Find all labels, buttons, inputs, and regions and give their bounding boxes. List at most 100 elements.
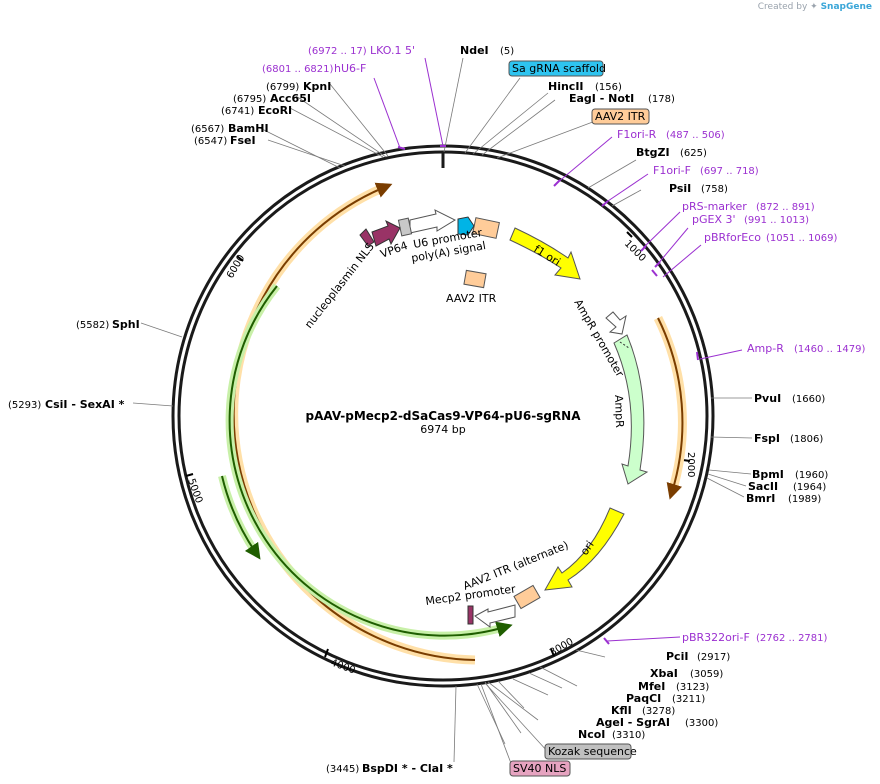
nucleoplasmin-nls-feature — [359, 228, 375, 247]
primer-amp-r-range: (1460 .. 1479) — [794, 344, 866, 355]
primer-lko1: LKO.1 5' — [370, 44, 415, 57]
primer-pgex3: pGEX 3' — [692, 213, 736, 226]
site-bmri: BmrI — [746, 492, 775, 505]
site-kfli: KflI — [611, 704, 632, 717]
kozak-sequence-text: Kozak sequence — [548, 745, 637, 758]
created-by-text: Created by — [757, 2, 808, 12]
site-bamhi-pos: (6567) — [191, 124, 224, 135]
site-fsei: FseI — [230, 134, 256, 147]
green-arc-inner-line — [228, 285, 513, 637]
site-fspi-pos: (1806) — [790, 434, 823, 445]
primer-prs-marker: pRS-marker — [682, 200, 747, 213]
site-bpmi-pos: (1960) — [795, 470, 828, 481]
primer-f1ori-r: F1ori-R — [617, 128, 657, 141]
site-mfei: MfeI — [638, 680, 665, 693]
snapgene-logo-icon: ✦ — [810, 2, 818, 12]
site-ecori-pos: (6741) — [221, 106, 254, 117]
site-pcii-pos: (2917) — [697, 652, 730, 663]
primer-pbr322ori-f-range: (2762 .. 2781) — [756, 633, 828, 644]
aav2-itr-label: AAV2 ITR — [446, 292, 497, 305]
ampr-promoter-feature — [605, 311, 627, 335]
snapgene-brand: Created by ✦ SnapGene — [758, 2, 872, 12]
svg-text:3000: 3000 — [548, 636, 576, 658]
site-kpni: KpnI — [303, 80, 331, 93]
plasmid-name: pAAV-pMecp2-dSaCas9-VP64-pU6-sgRNA — [305, 409, 581, 423]
site-ncoi: NcoI — [578, 728, 605, 741]
site-xbai-pos: (3059) — [690, 669, 723, 680]
primer-hu6f: hU6-F — [334, 62, 366, 75]
site-agei-sgrai: AgeI - SgrAI — [596, 716, 670, 729]
ampr-feature — [613, 334, 649, 485]
site-ecori: EcoRI — [258, 104, 292, 117]
site-sphi: SphI — [112, 318, 140, 331]
ori-feature — [544, 507, 625, 591]
svg-text:6000: 6000 — [225, 253, 247, 281]
site-acc65i: Acc65I — [270, 92, 311, 105]
site-btgzi-pos: (625) — [680, 148, 707, 159]
site-bamhi: BamHI — [228, 122, 269, 135]
sv40-nls-box — [509, 760, 571, 777]
site-btgzi: BtgZI — [636, 146, 670, 159]
site-mfei-pos: (3123) — [676, 682, 709, 693]
u6-promoter-feature — [409, 209, 457, 234]
aav2-itr-alternate-feature — [513, 584, 541, 610]
ampr-label: AmpR — [612, 395, 626, 429]
site-fsei-pos: (6547) — [194, 136, 227, 147]
primer-lko1-range: (6972 .. 17) — [308, 46, 367, 57]
site-xbai: XbaI — [650, 667, 678, 680]
nucleoplasmin-nls-label: nucleoplasmin NLS — [302, 240, 377, 330]
brand-name: SnapGene — [820, 2, 872, 12]
primer-hu6f-range: (6801 .. 6821) — [262, 64, 334, 75]
site-csii-sexai-pos: (5293) — [8, 400, 41, 411]
primer-f1ori-r-range: (487 .. 506) — [666, 130, 725, 141]
orange-arc-left-line — [232, 182, 476, 661]
sv40-nls-text: SV40 NLS — [513, 762, 566, 775]
site-csii-sexai: CsiI - SexAI * — [45, 398, 125, 411]
site-ncoi-pos: (3310) — [612, 730, 645, 741]
primer-leaders — [373, 57, 743, 645]
site-sphi-pos: (5582) — [76, 320, 109, 331]
site-paqci: PaqCI — [626, 692, 661, 705]
mecp2-promoter-feature — [474, 604, 516, 628]
svg-text:1000: 1000 — [622, 238, 648, 264]
tick-2000: 2000 — [682, 452, 696, 477]
orange-arc-right-line — [657, 317, 684, 500]
primer-f1ori-f-range: (697 .. 718) — [700, 166, 759, 177]
primer-pbrforeco-range: (1051 .. 1069) — [766, 233, 838, 244]
sa-grna-scaffold-text: Sa gRNA scaffold — [512, 62, 606, 75]
site-acc65i-pos: (6795) — [233, 94, 266, 105]
primer-pbrforeco: pBRforEco — [704, 231, 761, 244]
sa-grna-scaffold-box — [508, 60, 604, 77]
site-eagi-noti: EagI - NotI — [569, 92, 634, 105]
site-kfli-pos: (3278) — [642, 706, 675, 717]
aav2-itr-feature — [463, 269, 487, 289]
site-psii: PsiI — [669, 182, 691, 195]
site-ndei-pos: (5) — [500, 46, 514, 57]
site-pvui-pos: (1660) — [792, 394, 825, 405]
site-sacii-pos: (1964) — [793, 482, 826, 493]
plasmid-size: 6974 bp — [420, 423, 465, 436]
aav2-itr-box — [591, 108, 650, 125]
ampr-promoter-label: AmpR promoter — [571, 297, 626, 380]
site-eagi-noti-pos: (178) — [648, 94, 675, 105]
aav2-itr-box-text: AAV2 ITR — [595, 110, 646, 123]
site-agei-sgrai-pos: (3300) — [685, 718, 718, 729]
primer-f1ori-f: F1ori-F — [653, 164, 691, 177]
svg-text:2000: 2000 — [685, 452, 696, 477]
site-paqci-pos: (3211) — [672, 694, 705, 705]
green-arc-short-line — [221, 475, 261, 560]
primer-prs-marker-range: (872 .. 891) — [756, 202, 815, 213]
tick-3000: 3000 — [548, 636, 576, 658]
vp64-feature — [371, 219, 401, 247]
f1-ori-feature — [509, 227, 581, 280]
site-kpni-pos: (6799) — [266, 82, 299, 93]
site-ndei: NdeI — [460, 44, 489, 57]
site-bspdi-clai-pos: (3445) — [326, 764, 359, 775]
site-bspdi-clai: BspDI * - ClaI * — [362, 762, 453, 775]
primer-amp-r: Amp-R — [747, 342, 784, 355]
site-hincii-pos: (156) — [595, 82, 622, 93]
site-sacii: SacII — [748, 480, 778, 493]
tick-6000: 6000 — [225, 253, 247, 281]
site-pcii: PciI — [666, 650, 688, 663]
